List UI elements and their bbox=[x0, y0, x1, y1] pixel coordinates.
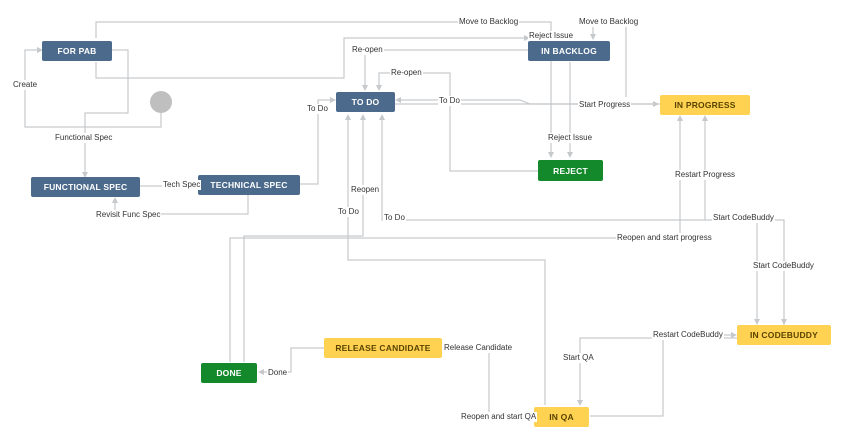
transition-re-open-1[interactable]: Re-open bbox=[351, 45, 384, 55]
edge-reopen bbox=[243, 117, 364, 362]
status-in-codebuddy[interactable]: IN CODEBUDDY bbox=[737, 325, 831, 345]
status-in-qa[interactable]: IN QA bbox=[534, 407, 589, 427]
arrowhead bbox=[781, 319, 787, 325]
arrowhead bbox=[330, 97, 336, 103]
transition-move-to-backlog-2[interactable]: Move to Backlog bbox=[578, 17, 640, 27]
arrowhead bbox=[577, 400, 583, 406]
arrowhead bbox=[362, 85, 368, 91]
status-functional-spec[interactable]: FUNCTIONAL SPEC bbox=[31, 177, 140, 197]
transition-done[interactable]: Done bbox=[267, 368, 289, 378]
arrowhead bbox=[345, 114, 351, 120]
transition-reject-issue-2[interactable]: Reject Issue bbox=[547, 133, 594, 143]
transition-restart-progress[interactable]: Restart Progress bbox=[674, 170, 737, 180]
transition-start-qa[interactable]: Start QA bbox=[562, 353, 595, 363]
arrowhead bbox=[112, 197, 118, 203]
transition-reject-issue-1[interactable]: Reject Issue bbox=[528, 31, 575, 41]
transition-reopen[interactable]: Reopen bbox=[350, 185, 381, 195]
status-reject[interactable]: REJECT bbox=[538, 160, 603, 181]
arrowhead bbox=[524, 35, 530, 41]
edge-move-to-backlog-2 bbox=[95, 37, 528, 79]
status-done[interactable]: DONE bbox=[201, 363, 257, 383]
arrowhead bbox=[379, 114, 385, 120]
edge-re-open-2 bbox=[378, 72, 538, 172]
status-in-backlog[interactable]: IN BACKLOG bbox=[528, 41, 610, 61]
transition-move-to-backlog-1[interactable]: Move to Backlog bbox=[458, 17, 520, 27]
transition-start-progress[interactable]: Start Progress bbox=[578, 100, 632, 110]
transition-restart-codebuddy[interactable]: Restart CodeBuddy bbox=[652, 330, 724, 340]
transition-to-do-4[interactable]: To Do bbox=[383, 213, 406, 223]
edge-functional-spec bbox=[84, 49, 129, 175]
transition-tech-spec[interactable]: Tech Spec bbox=[162, 180, 202, 190]
edge-move-to-backlog-1 bbox=[95, 21, 552, 155]
edge-revisit-func-spec bbox=[114, 195, 249, 215]
transition-to-do-1[interactable]: To Do bbox=[438, 96, 461, 106]
edge-to-do-2 bbox=[300, 99, 333, 185]
transition-functional-spec[interactable]: Functional Spec bbox=[54, 133, 114, 143]
transition-to-do-2[interactable]: To Do bbox=[306, 104, 329, 114]
status-to-do[interactable]: TO DO bbox=[336, 92, 395, 112]
arrowhead bbox=[37, 47, 43, 53]
edge-create bbox=[24, 49, 162, 128]
arrowhead bbox=[731, 332, 737, 338]
transition-revisit-func-spec[interactable]: Revisit Func Spec bbox=[95, 210, 162, 220]
transition-re-open-2[interactable]: Re-open bbox=[390, 68, 423, 78]
transition-create[interactable]: Create bbox=[12, 80, 39, 90]
status-in-progress[interactable]: IN PROGRESS bbox=[660, 95, 750, 115]
arrowhead bbox=[590, 34, 596, 40]
arrowhead bbox=[258, 369, 264, 375]
edge-reopen-and-start-progress bbox=[229, 118, 681, 362]
arrowhead bbox=[754, 319, 760, 325]
edge-to-do-4 bbox=[381, 117, 785, 330]
arrowhead bbox=[376, 85, 382, 91]
edge-restart-codebuddy bbox=[590, 334, 734, 417]
arrowhead bbox=[548, 152, 554, 158]
edge-to-do-3 bbox=[347, 117, 546, 405]
transition-release-candidate[interactable]: Release Candidate bbox=[443, 343, 514, 353]
transition-reopen-and-start-progress[interactable]: Reopen and start progress bbox=[616, 233, 713, 243]
edge-release-candidate bbox=[488, 350, 532, 417]
arrowhead bbox=[395, 97, 401, 103]
transition-start-codebuddy-2[interactable]: Start CodeBuddy bbox=[752, 261, 815, 271]
arrowhead bbox=[360, 114, 366, 120]
status-for-pab[interactable]: FOR PAB bbox=[42, 41, 112, 61]
arrowhead bbox=[653, 101, 659, 107]
start-node[interactable] bbox=[150, 91, 172, 113]
status-release-candidate[interactable]: RELEASE CANDIDATE bbox=[324, 338, 442, 358]
arrowhead bbox=[82, 172, 88, 178]
edge-start-qa bbox=[579, 337, 737, 403]
arrowhead bbox=[702, 115, 708, 121]
status-technical-spec[interactable]: TECHNICAL SPEC bbox=[198, 175, 300, 195]
arrowhead bbox=[677, 115, 683, 121]
transition-start-codebuddy-1[interactable]: Start CodeBuddy bbox=[712, 213, 775, 223]
transition-to-do-3[interactable]: To Do bbox=[337, 207, 360, 217]
transition-reopen-and-start-qa[interactable]: Reopen and start QA bbox=[460, 412, 538, 422]
arrowhead bbox=[567, 152, 573, 158]
